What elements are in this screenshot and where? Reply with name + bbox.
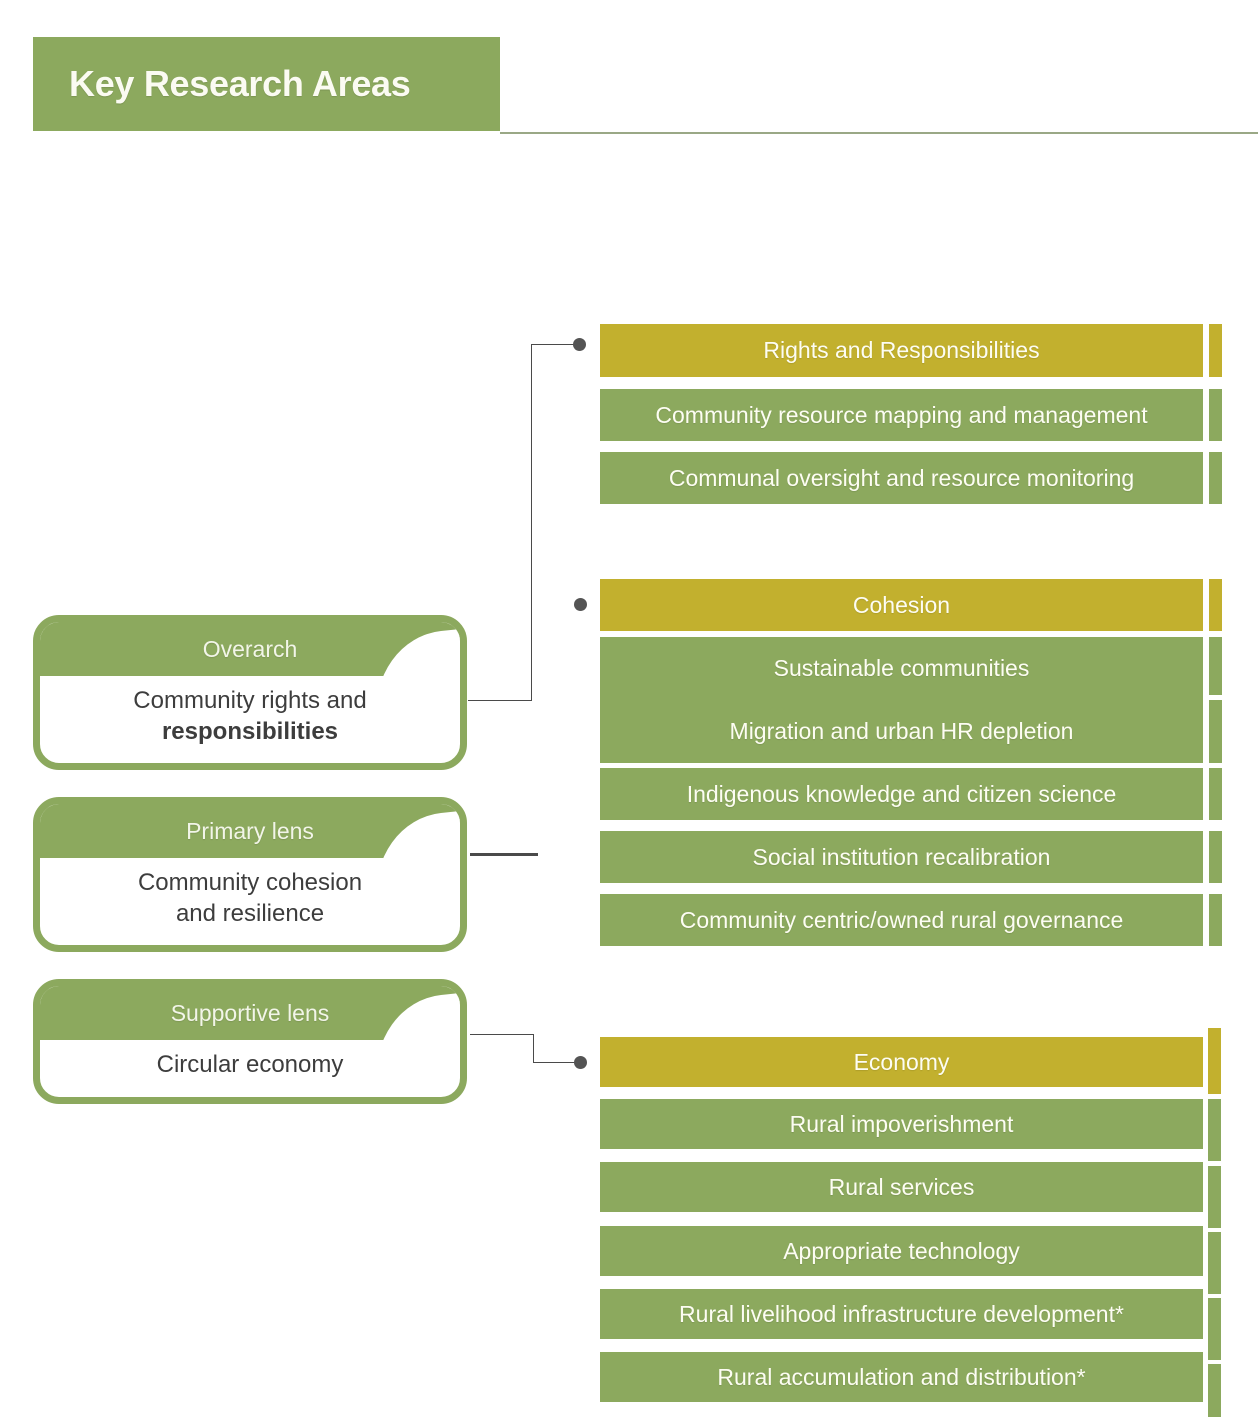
card-primary-lens-header: Primary lens	[40, 804, 460, 858]
group-economy-item-0-tab	[1208, 1099, 1221, 1161]
card-supportive-lens-kind: Supportive lens	[170, 999, 330, 1026]
group-rights-item-0[interactable]: Community resource mapping and managemen…	[600, 389, 1203, 441]
card-overarch-header: Overarch	[40, 622, 460, 676]
group-cohesion-item-3-tab	[1209, 831, 1222, 883]
card-overarch[interactable]: Overarch Community rights and responsibi…	[33, 615, 467, 771]
group-cohesion-item-2-tab	[1209, 768, 1222, 820]
group-heading-rights-label: Rights and Responsibilities	[763, 337, 1040, 364]
title-divider-rule	[500, 132, 1258, 134]
group-cohesion-item-0-label: Sustainable communities	[773, 655, 1030, 682]
group-economy-item-0[interactable]: Rural impoverishment	[600, 1099, 1203, 1149]
group-heading-cohesion-tab	[1209, 579, 1222, 631]
group-economy-item-1-label: Rural services	[828, 1173, 975, 1200]
group-heading-rights-tab	[1209, 324, 1222, 377]
card-supportive-lens[interactable]: Supportive lens Circular economy	[33, 979, 467, 1104]
group-cohesion-item-0-tab	[1209, 637, 1222, 695]
group-cohesion-item-1-label: Migration and urban HR depletion	[729, 718, 1074, 745]
group-economy-item-1-tab	[1208, 1166, 1221, 1228]
group-economy-item-4-tab	[1208, 1364, 1221, 1417]
group-economy-item-3-label: Rural livelihood infrastructure developm…	[679, 1300, 1124, 1327]
card-overarch-line2: responsibilities	[161, 717, 339, 745]
card-overarch-line1: Community rights and	[133, 687, 367, 714]
group-cohesion-item-1-tab	[1209, 700, 1222, 763]
group-heading-economy-label: Economy	[853, 1048, 950, 1075]
group-economy-item-3-tab	[1208, 1298, 1221, 1360]
group-rights-item-0-tab	[1209, 389, 1222, 441]
group-rights-item-1-label: Communal oversight and resource monitori…	[668, 464, 1135, 491]
group-rights-item-1-tab	[1209, 452, 1222, 504]
group-cohesion-item-4-tab	[1209, 894, 1222, 946]
connector-supportive-horizontal	[470, 1034, 534, 1035]
group-economy-item-4-label: Rural accumulation and distribution*	[717, 1363, 1086, 1390]
card-primary-lens-line2: and resilience	[175, 899, 325, 927]
connector-dot-economy	[574, 1056, 587, 1069]
card-supportive-lens-line1: Circular economy	[156, 1051, 344, 1078]
connector-overarch-vertical	[531, 344, 532, 701]
group-cohesion-item-3-label: Social institution recalibration	[752, 843, 1051, 870]
group-cohesion-item-3[interactable]: Social institution recalibration	[600, 831, 1203, 883]
connector-primary-lens-stub	[470, 853, 538, 856]
group-economy-item-2-label: Appropriate technology	[783, 1237, 1020, 1264]
group-economy-item-2[interactable]: Appropriate technology	[600, 1226, 1203, 1276]
group-cohesion-item-2[interactable]: Indigenous knowledge and citizen science	[600, 768, 1203, 820]
card-supportive-lens-header: Supportive lens	[40, 986, 460, 1040]
group-economy-item-0-label: Rural impoverishment	[789, 1110, 1014, 1137]
connector-dot-cohesion	[574, 598, 587, 611]
card-primary-lens[interactable]: Primary lens Community cohesion and resi…	[33, 797, 467, 953]
card-primary-lens-line1: Community cohesion	[137, 869, 363, 896]
card-primary-lens-body: Community cohesion and resilience	[40, 858, 460, 945]
group-economy-item-1[interactable]: Rural services	[600, 1162, 1203, 1212]
group-cohesion-item-4[interactable]: Community centric/owned rural governance	[600, 894, 1203, 946]
connector-supportive-to-dot	[533, 1062, 579, 1063]
card-overarch-body: Community rights and responsibilities	[40, 676, 460, 763]
card-supportive-lens-body: Circular economy	[40, 1040, 460, 1097]
connector-overarch-to-dot	[531, 344, 579, 345]
group-economy-item-2-tab	[1208, 1232, 1221, 1294]
group-cohesion-item-2-label: Indigenous knowledge and citizen science	[686, 780, 1117, 807]
group-heading-cohesion-label: Cohesion	[852, 591, 951, 618]
page-title-block: Key Research Areas	[33, 37, 500, 131]
page-title: Key Research Areas	[69, 63, 411, 104]
connector-supportive-vertical	[533, 1034, 534, 1063]
group-heading-economy-tab	[1208, 1028, 1221, 1094]
connector-overarch-horizontal	[468, 700, 532, 701]
group-heading-rights[interactable]: Rights and Responsibilities	[600, 324, 1203, 377]
group-heading-economy[interactable]: Economy	[600, 1037, 1203, 1087]
card-primary-lens-kind: Primary lens	[186, 817, 314, 844]
connector-dot-rights	[573, 338, 586, 351]
group-rights-item-1[interactable]: Communal oversight and resource monitori…	[600, 452, 1203, 504]
group-cohesion-item-4-label: Community centric/owned rural governance	[679, 906, 1124, 933]
group-cohesion-merged-block[interactable]: Sustainable communities Migration and ur…	[600, 637, 1203, 763]
group-economy-item-3[interactable]: Rural livelihood infrastructure developm…	[600, 1289, 1203, 1339]
card-overarch-kind: Overarch	[202, 635, 298, 662]
group-economy-item-4[interactable]: Rural accumulation and distribution*	[600, 1352, 1203, 1402]
group-heading-cohesion[interactable]: Cohesion	[600, 579, 1203, 631]
group-rights-item-0-label: Community resource mapping and managemen…	[655, 401, 1148, 428]
